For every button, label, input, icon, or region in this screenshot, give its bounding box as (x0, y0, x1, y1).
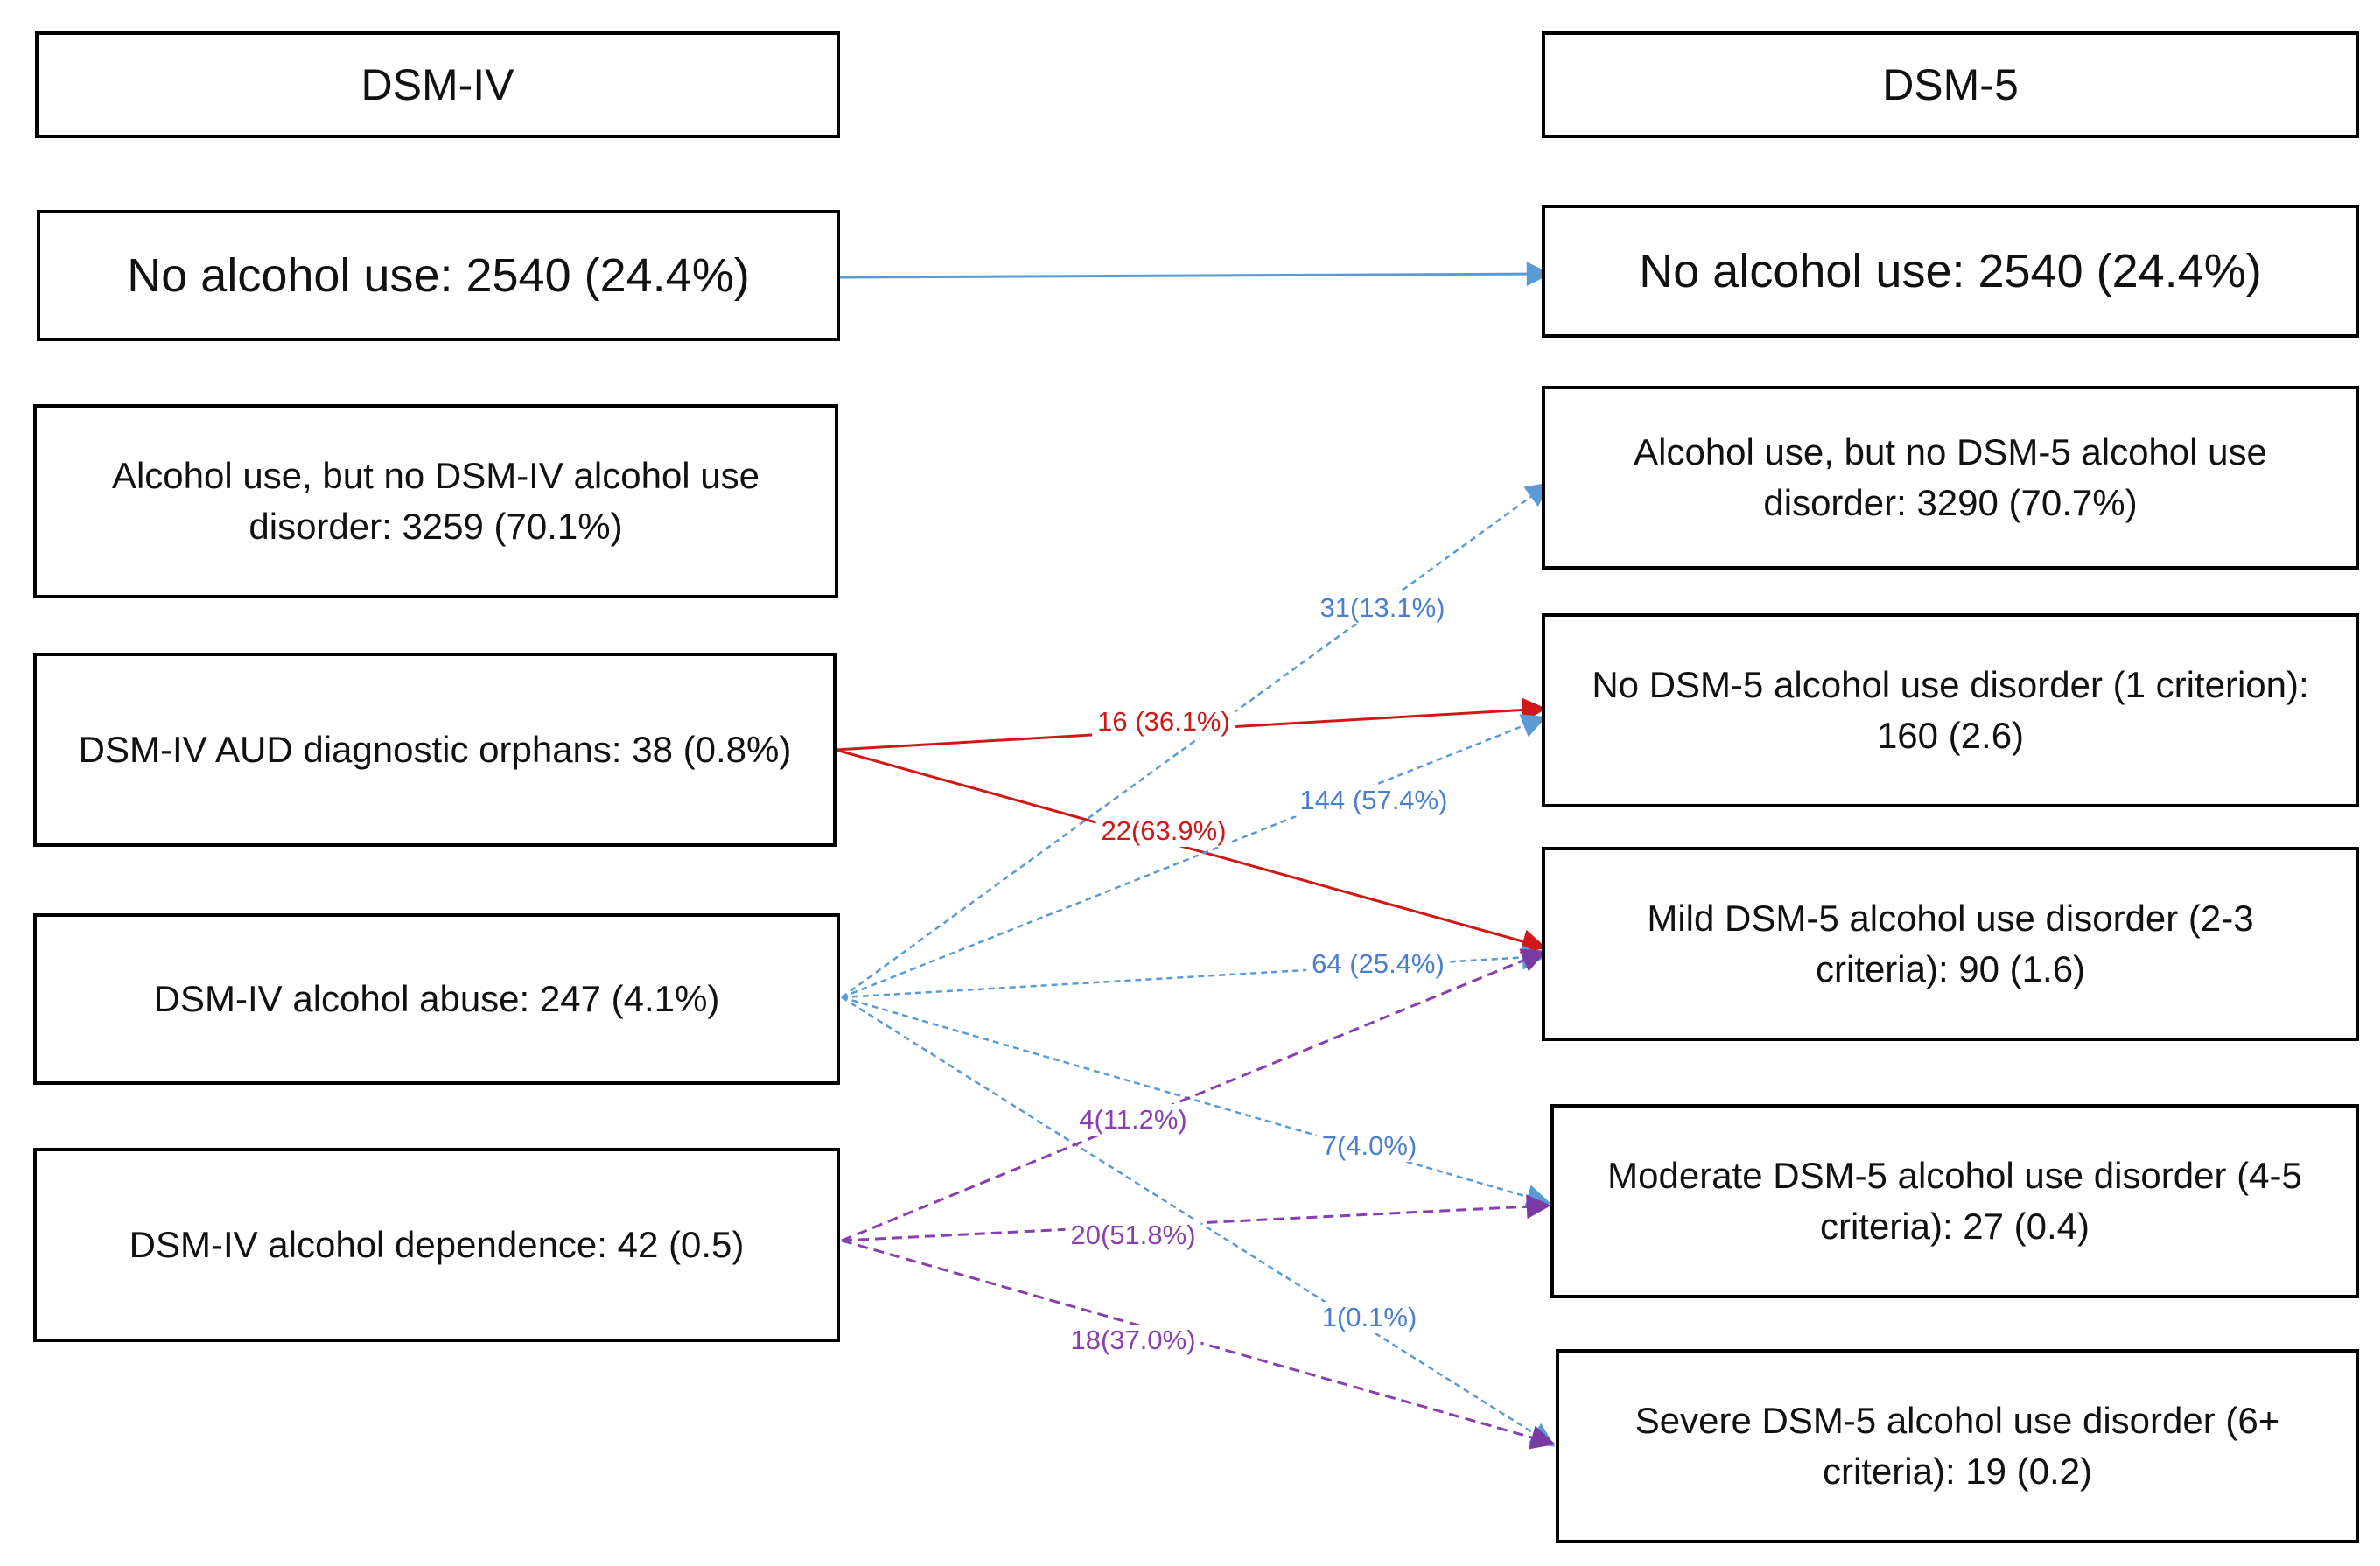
dsm-iv-abuse-label: DSM-IV alcohol abuse: 247 (4.1%) (153, 978, 720, 1020)
flow-label-abuse-to-one-criterion: 144 (57.4%) (1294, 785, 1453, 816)
flow-abuse-to-no-disorder (841, 482, 1551, 999)
flow-no-use (837, 262, 1551, 287)
dsm-iv-use-no-disorder-box: Alcohol use, but no DSM-IV alcohol use d… (33, 404, 838, 598)
flow-label-abuse-to-mild: 64 (25.4%) (1306, 948, 1450, 980)
dsm-iv-orphans-box: DSM-IV AUD diagnostic orphans: 38 (0.8%) (33, 653, 836, 847)
dsm-iv-use-no-disorder-label: Alcohol use, but no DSM-IV alcohol use d… (111, 455, 760, 547)
dsm-5-use-no-disorder-box: Alcohol use, but no DSM-5 alcohol use di… (1542, 386, 2359, 570)
dsm-5-header-label: DSM-5 (1882, 59, 2019, 109)
dsm-iv-dependence-box: DSM-IV alcohol dependence: 42 (0.5) (33, 1148, 840, 1342)
flow-label-dependence-to-severe: 18(37.0%) (1065, 1325, 1201, 1356)
flow-label-dependence-to-moderate: 20(51.8%) (1065, 1220, 1201, 1251)
dsm-iv-header-label: DSM-IV (360, 59, 514, 109)
dsm-5-no-alcohol-use-box: No alcohol use: 2540 (24.4%) (1542, 205, 2359, 338)
dsm-iv-orphans-label: DSM-IV AUD diagnostic orphans: 38 (0.8%) (78, 729, 792, 771)
dsm-5-moderate-label: Moderate DSM-5 alcohol use disorder (4-5… (1607, 1155, 2302, 1247)
flow-label-orphans-to-one-criterion: 16 (36.1%) (1092, 706, 1236, 738)
dsm-5-severe-label: Severe DSM-5 alcohol use disorder (6+ cr… (1634, 1400, 2280, 1492)
dsm-iv-no-alcohol-use-label: No alcohol use: 2540 (24.4%) (127, 248, 750, 302)
dsm-5-no-alcohol-use-label: No alcohol use: 2540 (24.4%) (1639, 244, 2262, 297)
dsm-iv-dependence-label: DSM-IV alcohol dependence: 42 (0.5) (129, 1224, 745, 1266)
flow-abuse-to-moderate (841, 996, 1551, 1209)
dsm-5-one-criterion-label: No DSM-5 alcohol use disorder (1 criteri… (1592, 664, 2309, 756)
dsm-5-use-no-disorder-label: Alcohol use, but no DSM-5 alcohol use di… (1634, 431, 2267, 523)
flow-label-abuse-to-severe: 1(0.1%) (1316, 1302, 1423, 1333)
flow-orphans-to-mild (835, 748, 1547, 954)
dsm-5-severe-box: Severe DSM-5 alcohol use disorder (6+ cr… (1556, 1349, 2359, 1543)
flow-label-orphans-to-mild: 22(63.9%) (1096, 815, 1232, 847)
flow-label-dependence-to-mild: 4(11.2%) (1074, 1104, 1193, 1136)
flow-label-abuse-to-moderate: 7(4.0%) (1316, 1130, 1423, 1162)
dsm-iv-abuse-box: DSM-IV alcohol abuse: 247 (4.1%) (33, 913, 840, 1085)
flow-abuse-to-one-criterion (841, 714, 1547, 999)
dsm-iv-header: DSM-IV (35, 31, 840, 138)
dsm-iv-no-alcohol-use-box: No alcohol use: 2540 (24.4%) (37, 210, 840, 341)
flow-abuse-to-mild (841, 945, 1547, 999)
dsm-5-header: DSM-5 (1542, 31, 2359, 138)
dsm-5-moderate-box: Moderate DSM-5 alcohol use disorder (4-5… (1550, 1104, 2359, 1298)
dsm-5-mild-label: Mild DSM-5 alcohol use disorder (2-3 cri… (1647, 898, 2254, 989)
dsm-5-mild-box: Mild DSM-5 alcohol use disorder (2-3 cri… (1542, 847, 2359, 1041)
dsm-5-one-criterion-box: No DSM-5 alcohol use disorder (1 criteri… (1542, 613, 2359, 807)
flow-label-abuse-to-no-disorder: 31(13.1%) (1314, 592, 1451, 624)
flow-dependence-to-mild (841, 948, 1547, 1242)
